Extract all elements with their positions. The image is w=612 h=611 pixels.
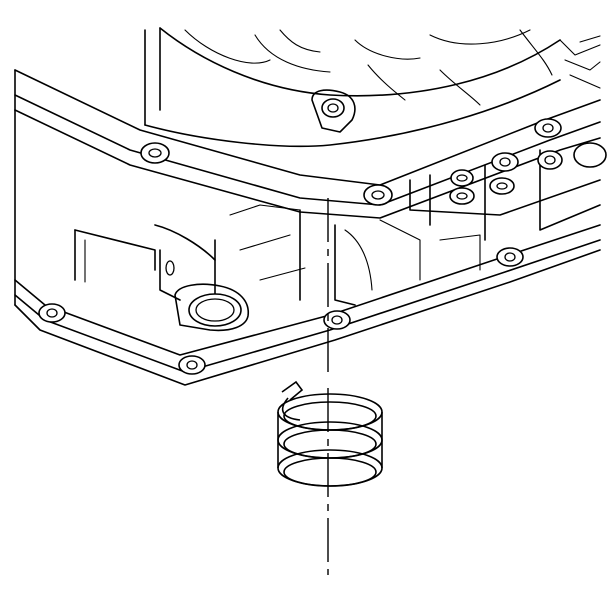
transmission-case xyxy=(14,27,607,386)
flange-bolt-holes xyxy=(140,118,562,206)
drain-boss xyxy=(174,283,249,332)
coil-spring xyxy=(277,380,383,487)
upper-flange xyxy=(14,69,601,219)
mounting-boss xyxy=(311,89,356,133)
bell-housing xyxy=(144,27,561,148)
valve-body-area xyxy=(409,35,607,241)
case-left-face xyxy=(14,109,481,306)
lower-bolt-holes xyxy=(38,247,524,375)
